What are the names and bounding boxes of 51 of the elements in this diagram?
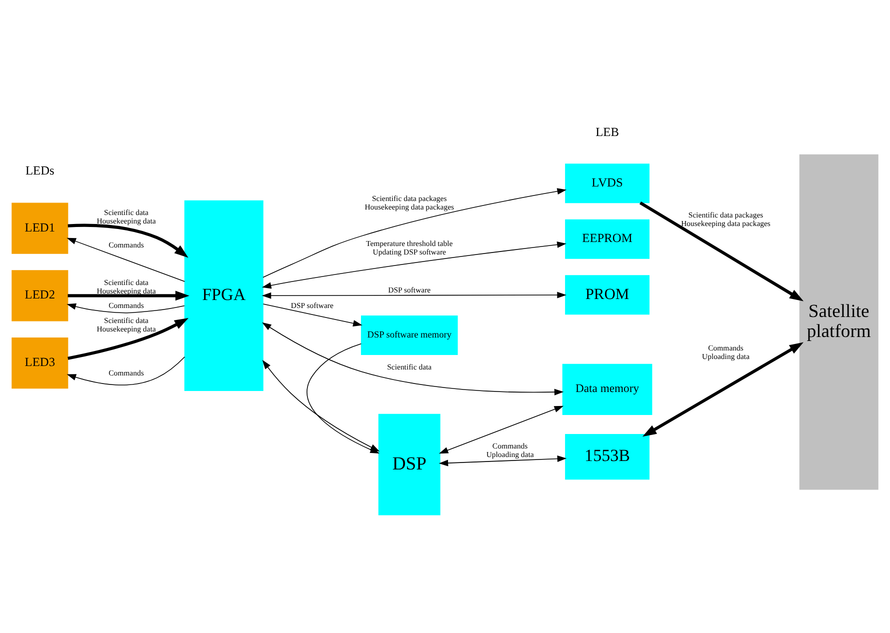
arrow (262, 322, 564, 395)
arrow (639, 200, 804, 301)
arrow (438, 405, 564, 454)
arrow (66, 237, 186, 282)
edge-label: Commands (708, 343, 744, 352)
edge-label: Scientific data (387, 362, 432, 371)
edge-label: Scientific data (104, 208, 148, 217)
arrow (262, 291, 566, 298)
node-box: FPGA (184, 200, 264, 390)
node-box: PROM (565, 274, 650, 314)
edge-label: Housekeeping data (96, 286, 156, 295)
arrow (438, 455, 567, 466)
arrow (262, 188, 567, 278)
edge-label: Commands (108, 240, 144, 250)
arrow (68, 317, 189, 360)
edge-label: Updating DSP software (372, 247, 446, 256)
node-box: Data memory (562, 363, 652, 414)
edge-label: Scientific data (104, 277, 148, 286)
node-box: LED2 (12, 270, 68, 321)
node-box: LED1 (12, 202, 68, 254)
edge-label: Commands (108, 300, 144, 310)
arrow (66, 356, 186, 385)
edge-label: Scientific data (104, 315, 148, 324)
edge-label: DSP software (290, 300, 334, 310)
edge-label: Commands (492, 440, 528, 450)
node-box: LVDS (565, 163, 650, 203)
edge-label: Uploading data (486, 449, 534, 458)
edge-label: DSP software (388, 285, 431, 294)
arrow (262, 303, 362, 326)
arrow (262, 240, 566, 288)
arrow (68, 223, 188, 258)
edge-label: Housekeeping data packages (364, 202, 454, 212)
arrow (66, 302, 185, 313)
label: LEB (596, 124, 619, 138)
edge-label: Scientific data packages (688, 210, 764, 219)
arrow (68, 290, 190, 300)
edge-label: Temperature threshold table (366, 238, 453, 248)
edge-label: Housekeeping data packages (681, 218, 770, 228)
edge-label: Housekeeping data (96, 216, 156, 226)
edge-label: Commands (108, 368, 144, 377)
edge-label: Housekeeping data (96, 324, 156, 333)
node-box: DSP (378, 413, 440, 515)
node-box: 1553B (565, 433, 650, 480)
node-box: DSP software memory (360, 314, 458, 354)
arrow (642, 342, 804, 436)
edge-label: Uploading data (702, 352, 750, 361)
edge-label: Scientific data packages (372, 194, 447, 203)
node-box: Satellite platform (799, 154, 878, 490)
label: LEDs (25, 163, 54, 178)
node-box: LED3 (12, 337, 68, 388)
node-box: EEPROM (565, 218, 650, 258)
